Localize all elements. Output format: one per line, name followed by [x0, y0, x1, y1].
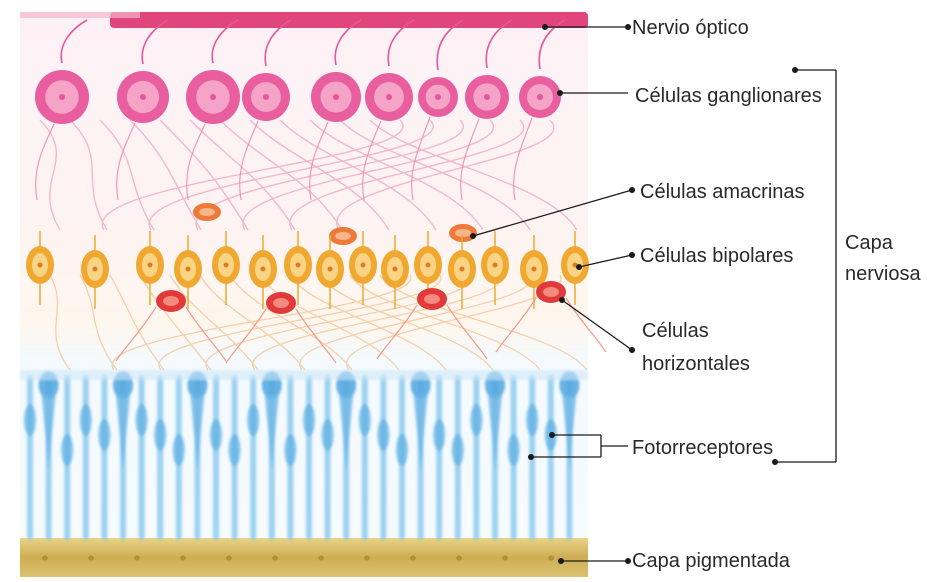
pigment-dot — [456, 556, 462, 561]
photoreceptor-nucleus — [80, 404, 92, 436]
photoreceptor-nucleus — [508, 434, 520, 466]
horizontal-inner — [543, 287, 559, 297]
ganglion-nucleus — [210, 94, 216, 100]
optic-nerve-fade — [20, 12, 140, 18]
photoreceptor-nucleus — [303, 404, 315, 436]
photoreceptor-nucleus — [322, 419, 334, 451]
pigment-dot — [318, 556, 324, 561]
ganglion-nucleus — [435, 94, 441, 100]
photoreceptor-nucleus — [433, 419, 445, 451]
photoreceptor-nucleus — [229, 434, 241, 466]
horizontal-inner — [273, 298, 289, 308]
pigment-dot — [548, 556, 554, 561]
photoreceptor-nucleus — [210, 419, 222, 451]
leader-dot — [629, 252, 635, 258]
ganglion-nucleus — [537, 94, 543, 100]
label-amacrine-cells: Células amacrinas — [640, 180, 805, 205]
pigment-dot — [226, 556, 232, 561]
bipolar-nucleus — [148, 263, 153, 268]
photoreceptor-rod — [325, 375, 331, 540]
photoreceptor-rod — [473, 375, 479, 540]
pigment-dot — [88, 556, 94, 561]
photoreceptor-nucleus — [526, 404, 538, 436]
photoreceptor-nucleus — [61, 434, 73, 466]
label-horizontal-cells-line2: horizontales — [642, 352, 750, 377]
label-nerve-layer-line1: Capa — [845, 231, 893, 256]
bipolar-nucleus — [186, 267, 191, 272]
photoreceptor-nucleus — [359, 404, 371, 436]
ganglion-nucleus — [386, 94, 392, 100]
photoreceptor-rod — [250, 375, 256, 540]
pigment-dot — [180, 556, 186, 561]
photoreceptor-outer-band — [20, 370, 588, 380]
bipolar-nucleus — [296, 263, 301, 268]
pigment-layer — [20, 538, 588, 577]
bipolar-nucleus — [361, 263, 366, 268]
bipolar-nucleus — [224, 263, 229, 268]
bipolar-nucleus — [93, 267, 98, 272]
photoreceptor-nucleus — [452, 434, 464, 466]
photoreceptor-nucleus — [154, 419, 166, 451]
bipolar-nucleus — [393, 267, 398, 272]
photoreceptor-nucleus — [377, 419, 389, 451]
photoreceptor-nucleus — [24, 404, 36, 436]
horizontal-inner — [424, 294, 440, 304]
photoreceptor-rod — [306, 375, 312, 540]
label-optic-nerve: Nervio óptico — [632, 16, 749, 41]
photoreceptor-rod — [380, 375, 386, 540]
pigment-dot — [42, 556, 48, 561]
photoreceptor-nucleus — [247, 404, 259, 436]
ganglion-nucleus — [484, 94, 490, 100]
photoreceptor-rod — [362, 375, 368, 540]
amacrine-inner — [335, 232, 351, 240]
pigment-dot — [502, 556, 508, 561]
bipolar-nucleus — [261, 267, 266, 272]
leader-dot — [629, 347, 635, 353]
bipolar-nucleus — [426, 263, 431, 268]
photoreceptor-rod — [101, 375, 107, 540]
leader-dot — [625, 558, 631, 564]
horizontal-inner — [163, 296, 179, 306]
bipolar-nucleus — [532, 267, 537, 272]
pigment-dot — [410, 556, 416, 561]
photoreceptor-rod — [436, 375, 442, 540]
label-ganglion-cells: Células ganglionares — [635, 84, 822, 109]
photoreceptor-nucleus — [470, 404, 482, 436]
ganglion-nucleus — [263, 94, 269, 100]
bipolar-nucleus — [493, 263, 498, 268]
label-photoreceptors: Fotorreceptores — [632, 436, 773, 461]
pigment-dot — [364, 556, 370, 561]
ganglion-nucleus — [59, 94, 65, 100]
label-horizontal-cells-line1: Células — [642, 319, 709, 344]
optic-nerve-band — [110, 12, 588, 28]
photoreceptor-nucleus — [136, 404, 148, 436]
photoreceptor-rod — [27, 375, 33, 540]
photoreceptor-nucleus — [98, 419, 110, 451]
pigment-dot — [134, 556, 140, 561]
ganglion-nucleus — [140, 94, 146, 100]
photoreceptor-rod — [83, 375, 89, 540]
label-nerve-layer-line2: nerviosa — [845, 262, 921, 287]
amacrine-inner — [199, 208, 215, 216]
leader-dot — [629, 187, 635, 193]
bipolar-nucleus — [328, 267, 333, 272]
photoreceptor-rod — [139, 375, 145, 540]
label-bipolar-cells: Células bipolares — [640, 244, 793, 269]
photoreceptor-nucleus — [396, 434, 408, 466]
ganglion-nucleus — [333, 94, 339, 100]
photoreceptor-nucleus — [284, 434, 296, 466]
leader-dot — [625, 24, 631, 30]
amacrine-inner — [455, 229, 471, 237]
bipolar-nucleus — [460, 267, 465, 272]
photoreceptor-rod — [213, 375, 219, 540]
photoreceptor-rod — [157, 375, 163, 540]
photoreceptor-nucleus — [173, 434, 185, 466]
label-pigment-layer: Capa pigmentada — [632, 549, 790, 574]
pigment-dot — [272, 556, 278, 561]
bipolar-nucleus — [38, 263, 43, 268]
